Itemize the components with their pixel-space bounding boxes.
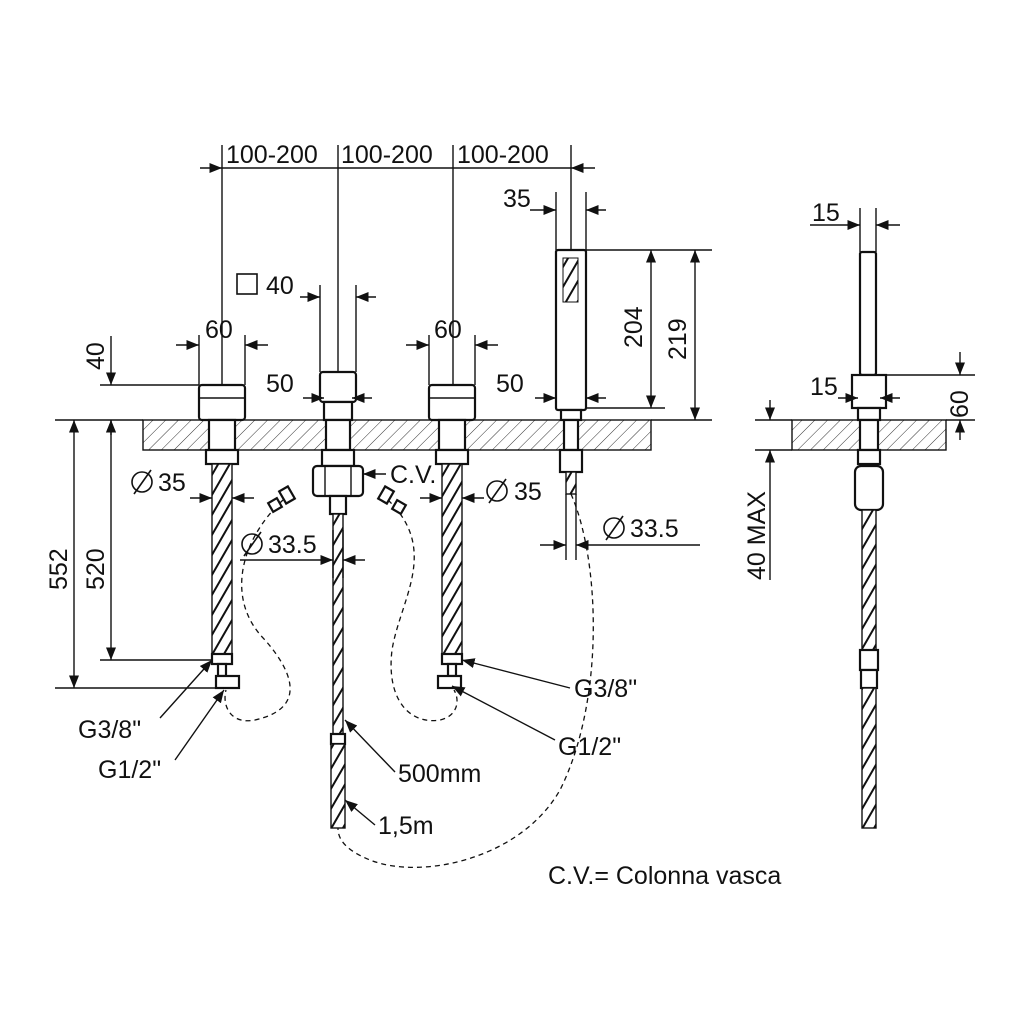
legend: C.V.= Colonna vasca xyxy=(548,862,781,890)
diameter-symbol-right xyxy=(486,478,508,504)
cv-marker: C.V. xyxy=(390,461,436,489)
deck-front-view xyxy=(55,419,652,451)
dimension-lines xyxy=(55,145,975,826)
diameter-symbol-handshower xyxy=(603,515,625,541)
dim-side-height: 60 xyxy=(946,390,974,418)
mixer-connector-left xyxy=(266,484,297,514)
thread-left-large: G1/2" xyxy=(98,756,161,784)
dim-height-hose: 520 xyxy=(82,548,110,590)
right-valve xyxy=(427,383,477,690)
square-symbol xyxy=(236,273,258,295)
hose-length-short: 500mm xyxy=(398,760,481,788)
dim-spacing-1: 100-200 xyxy=(226,141,318,169)
legend-text: C.V.= Colonna vasca xyxy=(548,862,781,890)
callout-labels: C.V. G3/8" G1/2" G3/8" G1/2" 500mm 1,5m xyxy=(78,461,637,840)
dim-dia-center: 33.5 xyxy=(268,531,317,559)
diameter-symbol-center xyxy=(241,531,263,557)
hose-length-long: 1,5m xyxy=(378,812,434,840)
thread-right-small: G3/8" xyxy=(574,675,637,703)
dim-dia-right: 35 xyxy=(514,478,542,506)
dim-deck-max: 40 MAX xyxy=(743,491,771,580)
dim-height-total: 552 xyxy=(45,548,73,590)
dim-dia-left: 35 xyxy=(158,469,186,497)
side-view-column xyxy=(850,250,888,829)
dim-handle-left-width: 60 xyxy=(205,316,233,344)
dim-handle-height: 40 xyxy=(82,342,110,370)
handshower xyxy=(554,248,588,495)
dim-handshower-total: 219 xyxy=(664,318,692,360)
thread-left-small: G3/8" xyxy=(78,716,141,744)
dim-spacing-2: 100-200 xyxy=(341,141,433,169)
dimension-labels: 100-200 100-200 100-200 35 40 60 60 50 5… xyxy=(45,141,974,590)
dim-base-right: 50 xyxy=(496,370,524,398)
dim-base-left: 50 xyxy=(266,370,294,398)
dim-handle-right-width: 60 xyxy=(434,316,462,344)
dim-side-width-top: 15 xyxy=(812,199,840,227)
dim-handshower-length: 204 xyxy=(620,306,648,348)
mixer-connector-right xyxy=(376,484,408,516)
left-valve xyxy=(197,383,247,690)
dim-spacing-3: 100-200 xyxy=(457,141,549,169)
diameter-symbol-left xyxy=(131,469,153,495)
hose-paths xyxy=(224,484,594,868)
thread-right-large: G1/2" xyxy=(558,733,621,761)
dim-handshower-width: 35 xyxy=(503,185,531,213)
dim-side-width-base: 15 xyxy=(810,373,838,401)
dim-dia-handshower: 33.5 xyxy=(630,515,679,543)
center-spout xyxy=(311,370,365,829)
dim-square-spout: 40 xyxy=(266,272,294,300)
